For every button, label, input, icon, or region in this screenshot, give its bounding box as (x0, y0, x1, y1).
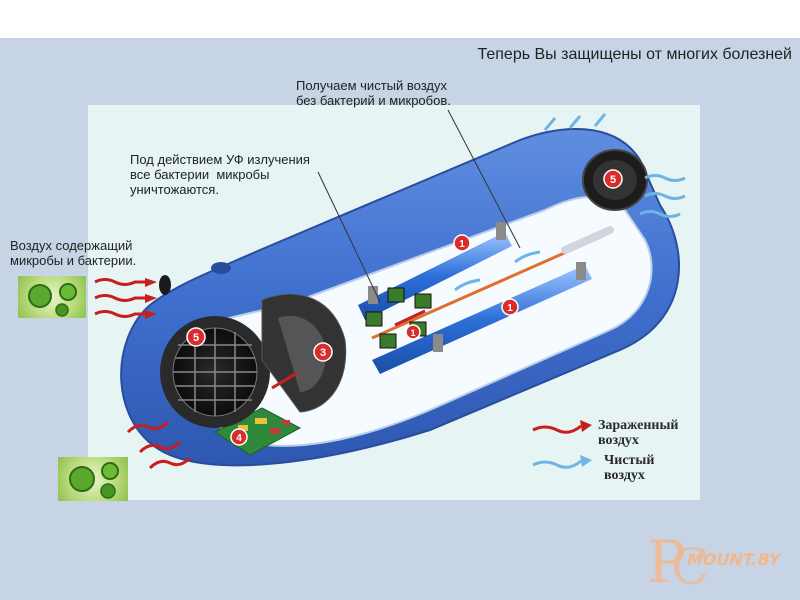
virus-icon (69, 462, 119, 499)
legend-clean-label: Чистый воздух (604, 453, 655, 483)
logo-letter-c: C (671, 538, 709, 592)
page-title: Теперь Вы защищены от многих болезней (477, 46, 792, 63)
logo-letter-p: P (647, 528, 686, 592)
marker-4: 4 (230, 428, 248, 446)
leader-lines (317, 109, 521, 303)
marker-label: 5 (610, 174, 616, 186)
legend-clean-arrow (532, 455, 592, 469)
legend-infected-label: Зараженный воздух (598, 418, 679, 448)
microbes-image-top (18, 276, 86, 318)
callout-uv-radiation: Под действием УФ излучения все бактерии … (130, 152, 310, 197)
intake-fan-grille (160, 316, 270, 428)
pcmount-logo: P C MOUNT.BY (645, 522, 790, 592)
marker-label: 1 (507, 303, 513, 314)
marker-3: 3 (313, 342, 333, 362)
marker-1-bottom: 1 (405, 324, 421, 340)
marker-label: 5 (193, 332, 199, 344)
marker-1-middle: 1 (501, 298, 519, 316)
marker-label: 1 (410, 328, 415, 338)
heating-rod (371, 226, 614, 340)
marker-label: 3 (320, 347, 326, 359)
marker-1-top: 1 (453, 234, 471, 252)
callout-clean-air: Получаем чистый воздух без бактерий и ми… (296, 78, 451, 108)
callout-air-intake: Воздух содержащий микробы и бактерии. (10, 238, 137, 268)
microbes-image-bottom (58, 457, 128, 501)
legend-infected-arrow (532, 420, 592, 434)
virus-icon (28, 283, 77, 317)
marker-label: 1 (459, 239, 465, 250)
marker-5-right: 5 (603, 169, 623, 189)
logo-mark: P C (647, 528, 709, 592)
clean-air-arrows (454, 113, 686, 292)
marker-5-left: 5 (186, 327, 206, 347)
marker-label: 4 (236, 433, 242, 444)
logo-text: MOUNT.BY (684, 550, 783, 569)
infected-air-arrows (94, 278, 426, 470)
uv-lamp-lower (372, 262, 592, 374)
